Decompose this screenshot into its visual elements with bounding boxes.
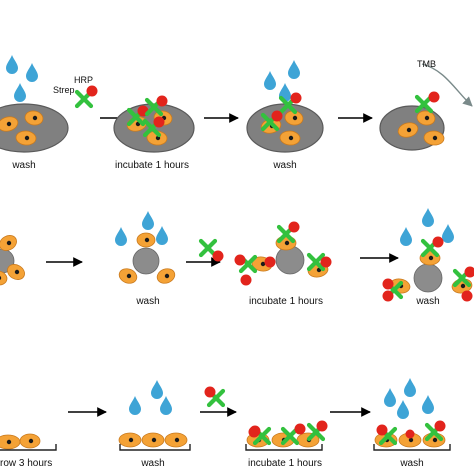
hrp-label: HRP xyxy=(74,75,94,85)
tmb-label: TMB xyxy=(417,59,436,69)
cell-nucleus xyxy=(408,437,414,443)
streptavidin-icon xyxy=(206,388,226,408)
water-drop-icon xyxy=(115,227,127,246)
hrp-icon xyxy=(86,85,98,97)
hrp-icon xyxy=(382,278,394,290)
hrp-icon xyxy=(376,424,388,436)
cell-nucleus xyxy=(432,437,438,443)
water-drop-icon xyxy=(160,396,172,415)
row3-wash-label-2: wash xyxy=(400,458,424,469)
hrp-icon xyxy=(428,91,440,103)
cell-nucleus xyxy=(164,273,170,279)
bead xyxy=(275,245,305,275)
cell-nucleus xyxy=(292,115,298,121)
streptavidin-icon xyxy=(280,426,300,446)
water-drop-icon xyxy=(14,83,26,102)
cell-nucleus xyxy=(428,255,434,261)
cell-nucleus xyxy=(32,115,38,121)
water-drop-icon xyxy=(142,211,154,230)
water-drop-icon xyxy=(151,380,163,399)
row2-incubate-label: incubate 1 hours xyxy=(249,296,323,307)
cell-nucleus xyxy=(128,437,134,443)
bead xyxy=(413,263,443,293)
well-bracket xyxy=(373,444,451,451)
cell-nucleus xyxy=(14,269,20,275)
cell-nucleus xyxy=(126,273,132,279)
hrp-icon xyxy=(264,256,276,268)
cell-nucleus xyxy=(6,121,12,127)
water-drop-icon xyxy=(26,63,38,82)
row3-incubate-label: incubate 1 hours xyxy=(248,458,322,469)
culture-dish xyxy=(246,103,324,153)
cell-nucleus xyxy=(406,127,412,133)
water-drop-icon xyxy=(264,71,276,90)
hrp-icon xyxy=(294,423,306,435)
cell-nucleus xyxy=(0,276,2,280)
hrp-icon xyxy=(234,254,246,266)
streptavidin-icon xyxy=(306,252,326,272)
water-drop-icon xyxy=(422,208,434,227)
hrp-icon xyxy=(153,116,165,128)
hrp-icon xyxy=(461,290,473,302)
streptavidin-icon xyxy=(198,238,218,258)
water-drop-icon xyxy=(400,227,412,246)
well-bracket xyxy=(119,444,191,451)
cell-nucleus xyxy=(6,240,12,246)
water-drop-icon xyxy=(442,224,454,243)
hrp-icon xyxy=(432,236,444,248)
cell-nucleus xyxy=(288,135,294,141)
hrp-icon xyxy=(204,386,216,398)
well-bracket xyxy=(245,444,323,451)
hrp-icon xyxy=(405,429,415,439)
water-drop-icon xyxy=(288,60,300,79)
water-drop-icon xyxy=(404,378,416,397)
hrp-icon xyxy=(316,420,328,432)
hrp-icon xyxy=(464,266,474,278)
cell-nucleus xyxy=(144,237,150,243)
cell-nucleus xyxy=(174,437,180,443)
streptavidin-icon xyxy=(238,254,258,274)
row3-grow-label: row 3 hours xyxy=(0,458,53,469)
streptavidin-icon xyxy=(252,426,272,446)
water-drop-icon xyxy=(422,395,434,414)
bead xyxy=(132,247,160,275)
row1-wash-label: wash xyxy=(12,160,36,171)
cell xyxy=(0,270,8,286)
hrp-icon xyxy=(156,95,168,107)
hrp-icon xyxy=(434,420,446,432)
hrp-icon xyxy=(248,426,260,438)
streptavidin-icon xyxy=(414,94,434,114)
cell-nucleus xyxy=(460,283,466,289)
hrp-icon xyxy=(240,274,252,286)
cell-nucleus xyxy=(6,439,12,445)
row2-wash-label-2: wash xyxy=(416,296,440,307)
strep-label: Strep xyxy=(53,85,75,95)
water-drop-icon xyxy=(397,400,409,419)
water-drop-icon xyxy=(156,226,168,245)
cell-nucleus xyxy=(260,261,266,267)
water-drop-icon xyxy=(129,396,141,415)
water-drop-icon xyxy=(6,55,18,74)
hrp-icon xyxy=(320,256,332,268)
row1-incubate-label: incubate 1 hours xyxy=(115,160,189,171)
streptavidin-icon xyxy=(378,426,398,446)
row2-wash-label: wash xyxy=(136,296,160,307)
hrp-icon xyxy=(290,92,302,104)
hrp-icon xyxy=(212,250,224,262)
tmb-arrow xyxy=(421,63,473,107)
cell-nucleus xyxy=(151,437,157,443)
row3-wash-label: wash xyxy=(141,458,165,469)
cell-nucleus xyxy=(28,438,34,444)
row1-wash-label-2: wash xyxy=(273,160,297,171)
well-bracket xyxy=(0,444,57,451)
cell-nucleus xyxy=(432,135,438,141)
hrp-icon xyxy=(288,221,300,233)
cell-nucleus xyxy=(424,115,430,121)
hrp-icon xyxy=(271,110,283,122)
cell-nucleus xyxy=(284,240,290,246)
hrp-icon xyxy=(382,290,394,302)
water-drop-icon xyxy=(384,388,396,407)
cell-nucleus xyxy=(24,135,30,141)
